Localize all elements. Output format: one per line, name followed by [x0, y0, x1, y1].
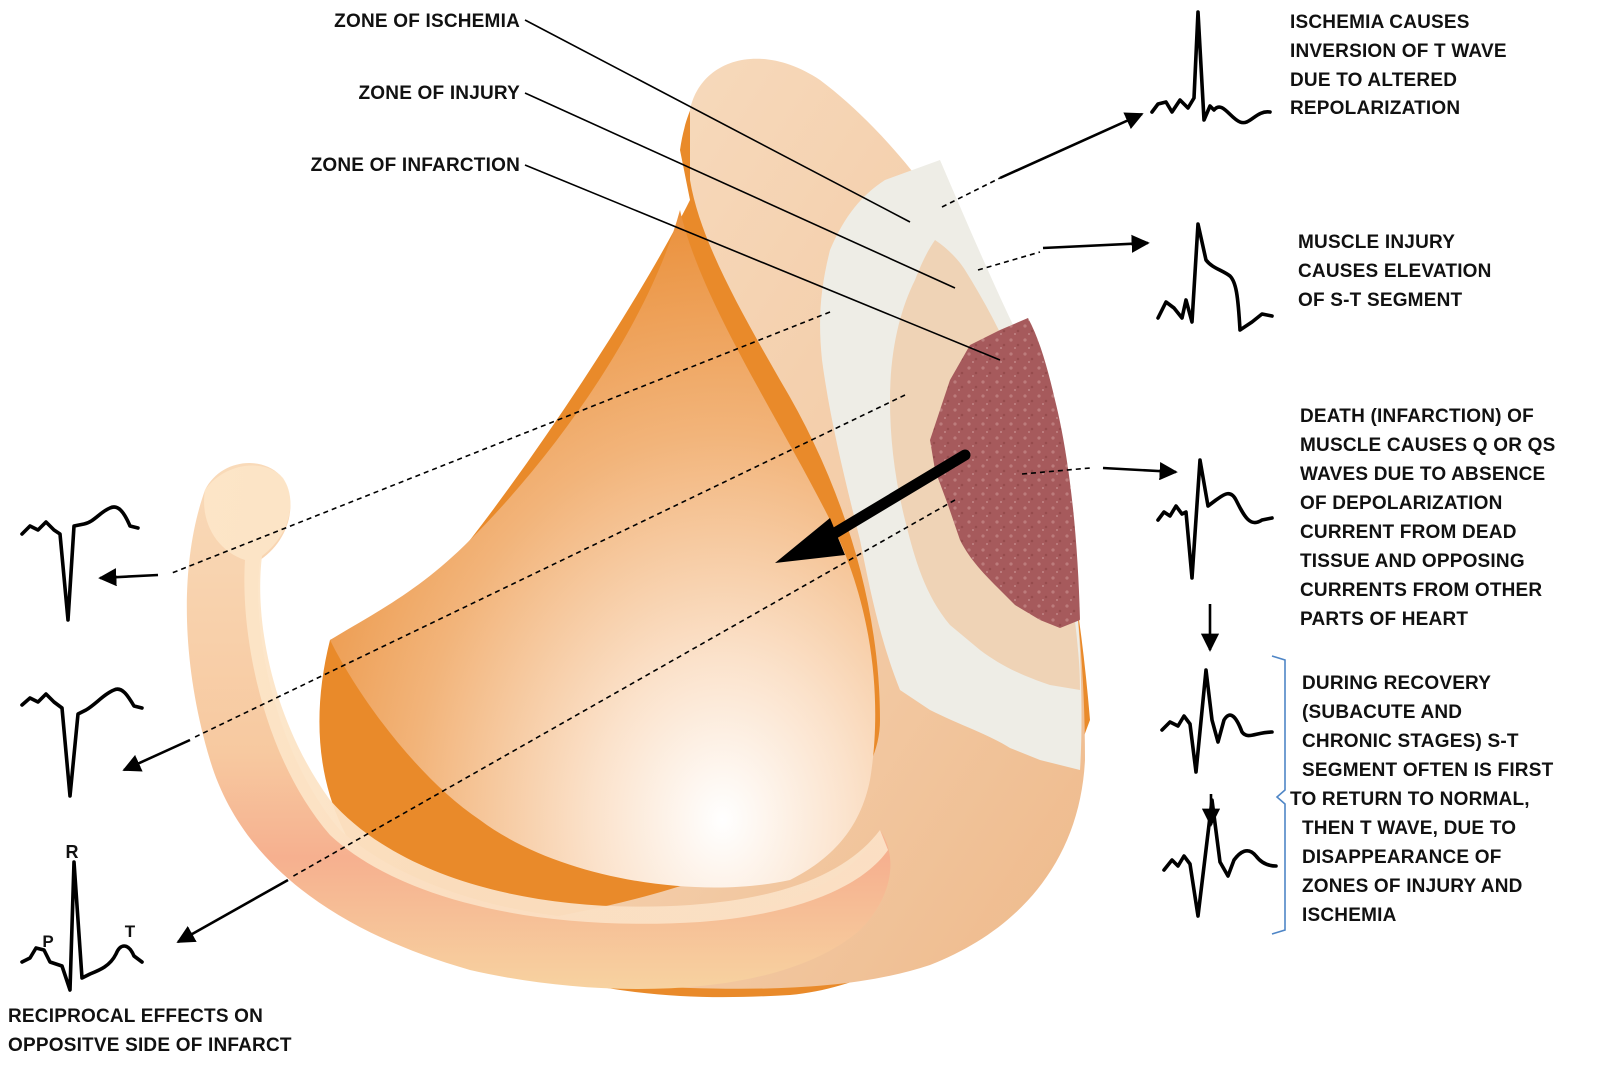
- svg-text:ZONES OF INJURY AND: ZONES OF INJURY AND: [1302, 876, 1523, 897]
- svg-text:ISCHEMIA: ISCHEMIA: [1302, 905, 1397, 926]
- svg-text:SEGMENT OFTEN IS FIRST: SEGMENT OFTEN IS FIRST: [1302, 760, 1554, 781]
- svg-text:PARTS OF HEART: PARTS OF HEART: [1300, 609, 1468, 630]
- svg-text:TO RETURN TO NORMAL,: TO RETURN TO NORMAL,: [1290, 789, 1530, 810]
- wave-label-r: R: [66, 842, 79, 862]
- svg-text:DUE TO ALTERED: DUE TO ALTERED: [1290, 70, 1457, 91]
- arrow-recip-1: [100, 575, 158, 578]
- svg-text:CHRONIC STAGES) S-T: CHRONIC STAGES) S-T: [1302, 731, 1519, 752]
- ecg-recovery-2: [1164, 800, 1276, 916]
- label-zone-injury: ZONE OF INJURY: [359, 83, 521, 104]
- svg-text:DISAPPEARANCE OF: DISAPPEARANCE OF: [1302, 847, 1502, 868]
- ecg-st-elevation: [1158, 224, 1272, 330]
- svg-text:DURING RECOVERY: DURING RECOVERY: [1302, 673, 1491, 694]
- arrow-infarction: [1103, 468, 1176, 472]
- ecg-recovery-1: [1162, 670, 1272, 772]
- ecg-inverted-t: [1152, 12, 1270, 123]
- svg-text:REPOLARIZATION: REPOLARIZATION: [1290, 98, 1460, 119]
- label-zone-ischemia: ZONE OF ISCHEMIA: [334, 11, 520, 32]
- note-injury: MUSCLE INJURY CAUSES ELEVATION OF S-T SE…: [1298, 232, 1492, 311]
- recovery-bracket: [1272, 656, 1285, 934]
- ecg-reciprocal-1: [22, 507, 138, 620]
- svg-text:MUSCLE CAUSES Q OR QS: MUSCLE CAUSES Q OR QS: [1300, 435, 1555, 456]
- svg-text:ISCHEMIA CAUSES: ISCHEMIA CAUSES: [1290, 12, 1470, 33]
- svg-text:TISSUE AND OPPOSING: TISSUE AND OPPOSING: [1300, 551, 1525, 572]
- svg-text:CURRENT FROM DEAD: CURRENT FROM DEAD: [1300, 522, 1517, 543]
- reciprocal-caption: RECIPROCAL EFFECTS ON OPPOSITVE SIDE OF …: [8, 1006, 292, 1056]
- svg-text:THEN T WAVE, DUE TO: THEN T WAVE, DUE TO: [1302, 818, 1516, 839]
- svg-text:(SUBACUTE AND: (SUBACUTE AND: [1302, 702, 1462, 723]
- dash-injury: [978, 252, 1040, 270]
- note-ischemia: ISCHEMIA CAUSES INVERSION OF T WAVE DUE …: [1290, 12, 1507, 119]
- wave-label-t: T: [125, 922, 136, 941]
- label-zone-infarction: ZONE OF INFARCTION: [311, 155, 520, 176]
- svg-text:INVERSION OF T WAVE: INVERSION OF T WAVE: [1290, 41, 1507, 62]
- svg-text:DEATH (INFARCTION) OF: DEATH (INFARCTION) OF: [1300, 406, 1534, 427]
- svg-text:OF DEPOLARIZATION: OF DEPOLARIZATION: [1300, 493, 1503, 514]
- svg-text:WAVES DUE TO ABSENCE: WAVES DUE TO ABSENCE: [1300, 464, 1545, 485]
- svg-text:CURRENTS FROM OTHER: CURRENTS FROM OTHER: [1300, 580, 1542, 601]
- ventricle-illustration: [187, 59, 1090, 997]
- ecg-reciprocal-2: [22, 689, 142, 796]
- note-recovery: DURING RECOVERY (SUBACUTE AND CHRONIC ST…: [1290, 673, 1554, 926]
- arrow-ischemia: [1000, 114, 1142, 178]
- svg-text:OF S-T SEGMENT: OF S-T SEGMENT: [1298, 290, 1462, 311]
- note-infarction: DEATH (INFARCTION) OF MUSCLE CAUSES Q OR…: [1300, 406, 1555, 630]
- arrow-recip-2: [124, 740, 190, 770]
- wave-label-p: P: [42, 932, 53, 951]
- svg-text:MUSCLE INJURY: MUSCLE INJURY: [1298, 232, 1455, 253]
- svg-text:OPPOSITVE SIDE OF INFARCT: OPPOSITVE SIDE OF INFARCT: [8, 1035, 292, 1056]
- svg-text:CAUSES ELEVATION: CAUSES ELEVATION: [1298, 261, 1492, 282]
- ecg-q-wave: [1158, 460, 1272, 578]
- svg-text:RECIPROCAL EFFECTS ON: RECIPROCAL EFFECTS ON: [8, 1006, 263, 1027]
- arrow-injury: [1043, 243, 1148, 248]
- arrow-recip-3: [178, 880, 288, 942]
